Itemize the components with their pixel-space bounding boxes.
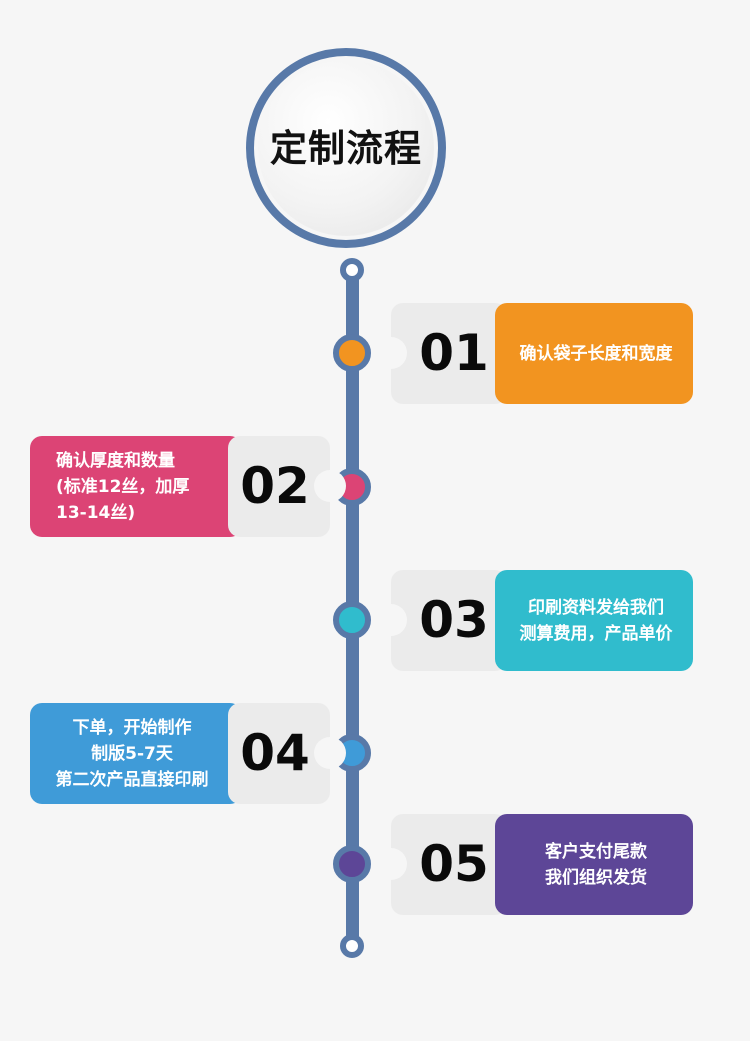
timeline-node-1 (333, 334, 371, 372)
step-text-line: 13-14丝) (56, 502, 136, 523)
step-text-line: 下单，开始制作 (72, 717, 192, 738)
timeline-start-cap (340, 258, 364, 282)
page-title: 定制流程 (270, 127, 422, 170)
step-number-panel (391, 570, 507, 671)
step-number: 01 (419, 324, 489, 382)
step-description: 印刷资料发给我们 测算费用，产品单价 (505, 595, 687, 647)
step-description-panel: 客户支付尾款 我们组织发货 (495, 814, 693, 915)
step-card-5: 05 客户支付尾款 我们组织发货 (375, 814, 693, 915)
timeline-node-5 (333, 845, 371, 883)
step-number-panel (391, 814, 507, 915)
step-card-1: 01 确认袋子长度和宽度 (375, 303, 693, 404)
step-number: 03 (419, 591, 489, 649)
header-circle (258, 60, 434, 236)
step-description: 确认厚度和数量 (标准12丝，加厚 13-14丝) (56, 448, 234, 526)
timeline-node-3 (333, 601, 371, 639)
step-text-line: 客户支付尾款 (545, 841, 647, 862)
header-ring (246, 48, 446, 248)
step-number: 02 (240, 457, 310, 515)
step-description-panel: 确认厚度和数量 (标准12丝，加厚 13-14丝) (30, 436, 242, 537)
step-text-line: 制版5-7天 (91, 743, 173, 764)
step-description-panel: 确认袋子长度和宽度 (495, 303, 693, 404)
step-card-3: 03 印刷资料发给我们 测算费用，产品单价 (375, 570, 693, 671)
step-description-panel: 印刷资料发给我们 测算费用，产品单价 (495, 570, 693, 671)
step-notch (314, 470, 346, 502)
step-number-panel (228, 703, 330, 804)
step-card-4: 下单，开始制作 制版5-7天 第二次产品直接印刷 04 (30, 703, 346, 804)
step-number: 04 (240, 724, 310, 782)
step-number-panel (228, 436, 330, 537)
step-description: 确认袋子长度和宽度 (505, 341, 687, 367)
step-notch (314, 737, 346, 769)
step-text-line: 测算费用，产品单价 (519, 623, 673, 644)
step-text-line: 确认袋子长度和宽度 (519, 343, 673, 364)
step-text-line: (标准12丝，加厚 (56, 476, 190, 497)
step-text-line: 印刷资料发给我们 (528, 597, 664, 618)
step-notch (375, 337, 407, 369)
step-description: 客户支付尾款 我们组织发货 (505, 839, 687, 891)
step-text-line: 第二次产品直接印刷 (55, 769, 209, 790)
step-number-panel (391, 303, 507, 404)
step-text-line: 确认厚度和数量 (56, 450, 175, 471)
step-text-line: 我们组织发货 (545, 867, 647, 888)
step-notch (375, 604, 407, 636)
step-notch (375, 848, 407, 880)
step-card-2: 确认厚度和数量 (标准12丝，加厚 13-14丝) 02 (30, 436, 346, 537)
step-number: 05 (419, 835, 489, 893)
timeline-end-cap (340, 934, 364, 958)
step-description: 下单，开始制作 制版5-7天 第二次产品直接印刷 (36, 715, 228, 793)
step-description-panel: 下单，开始制作 制版5-7天 第二次产品直接印刷 (30, 703, 242, 804)
